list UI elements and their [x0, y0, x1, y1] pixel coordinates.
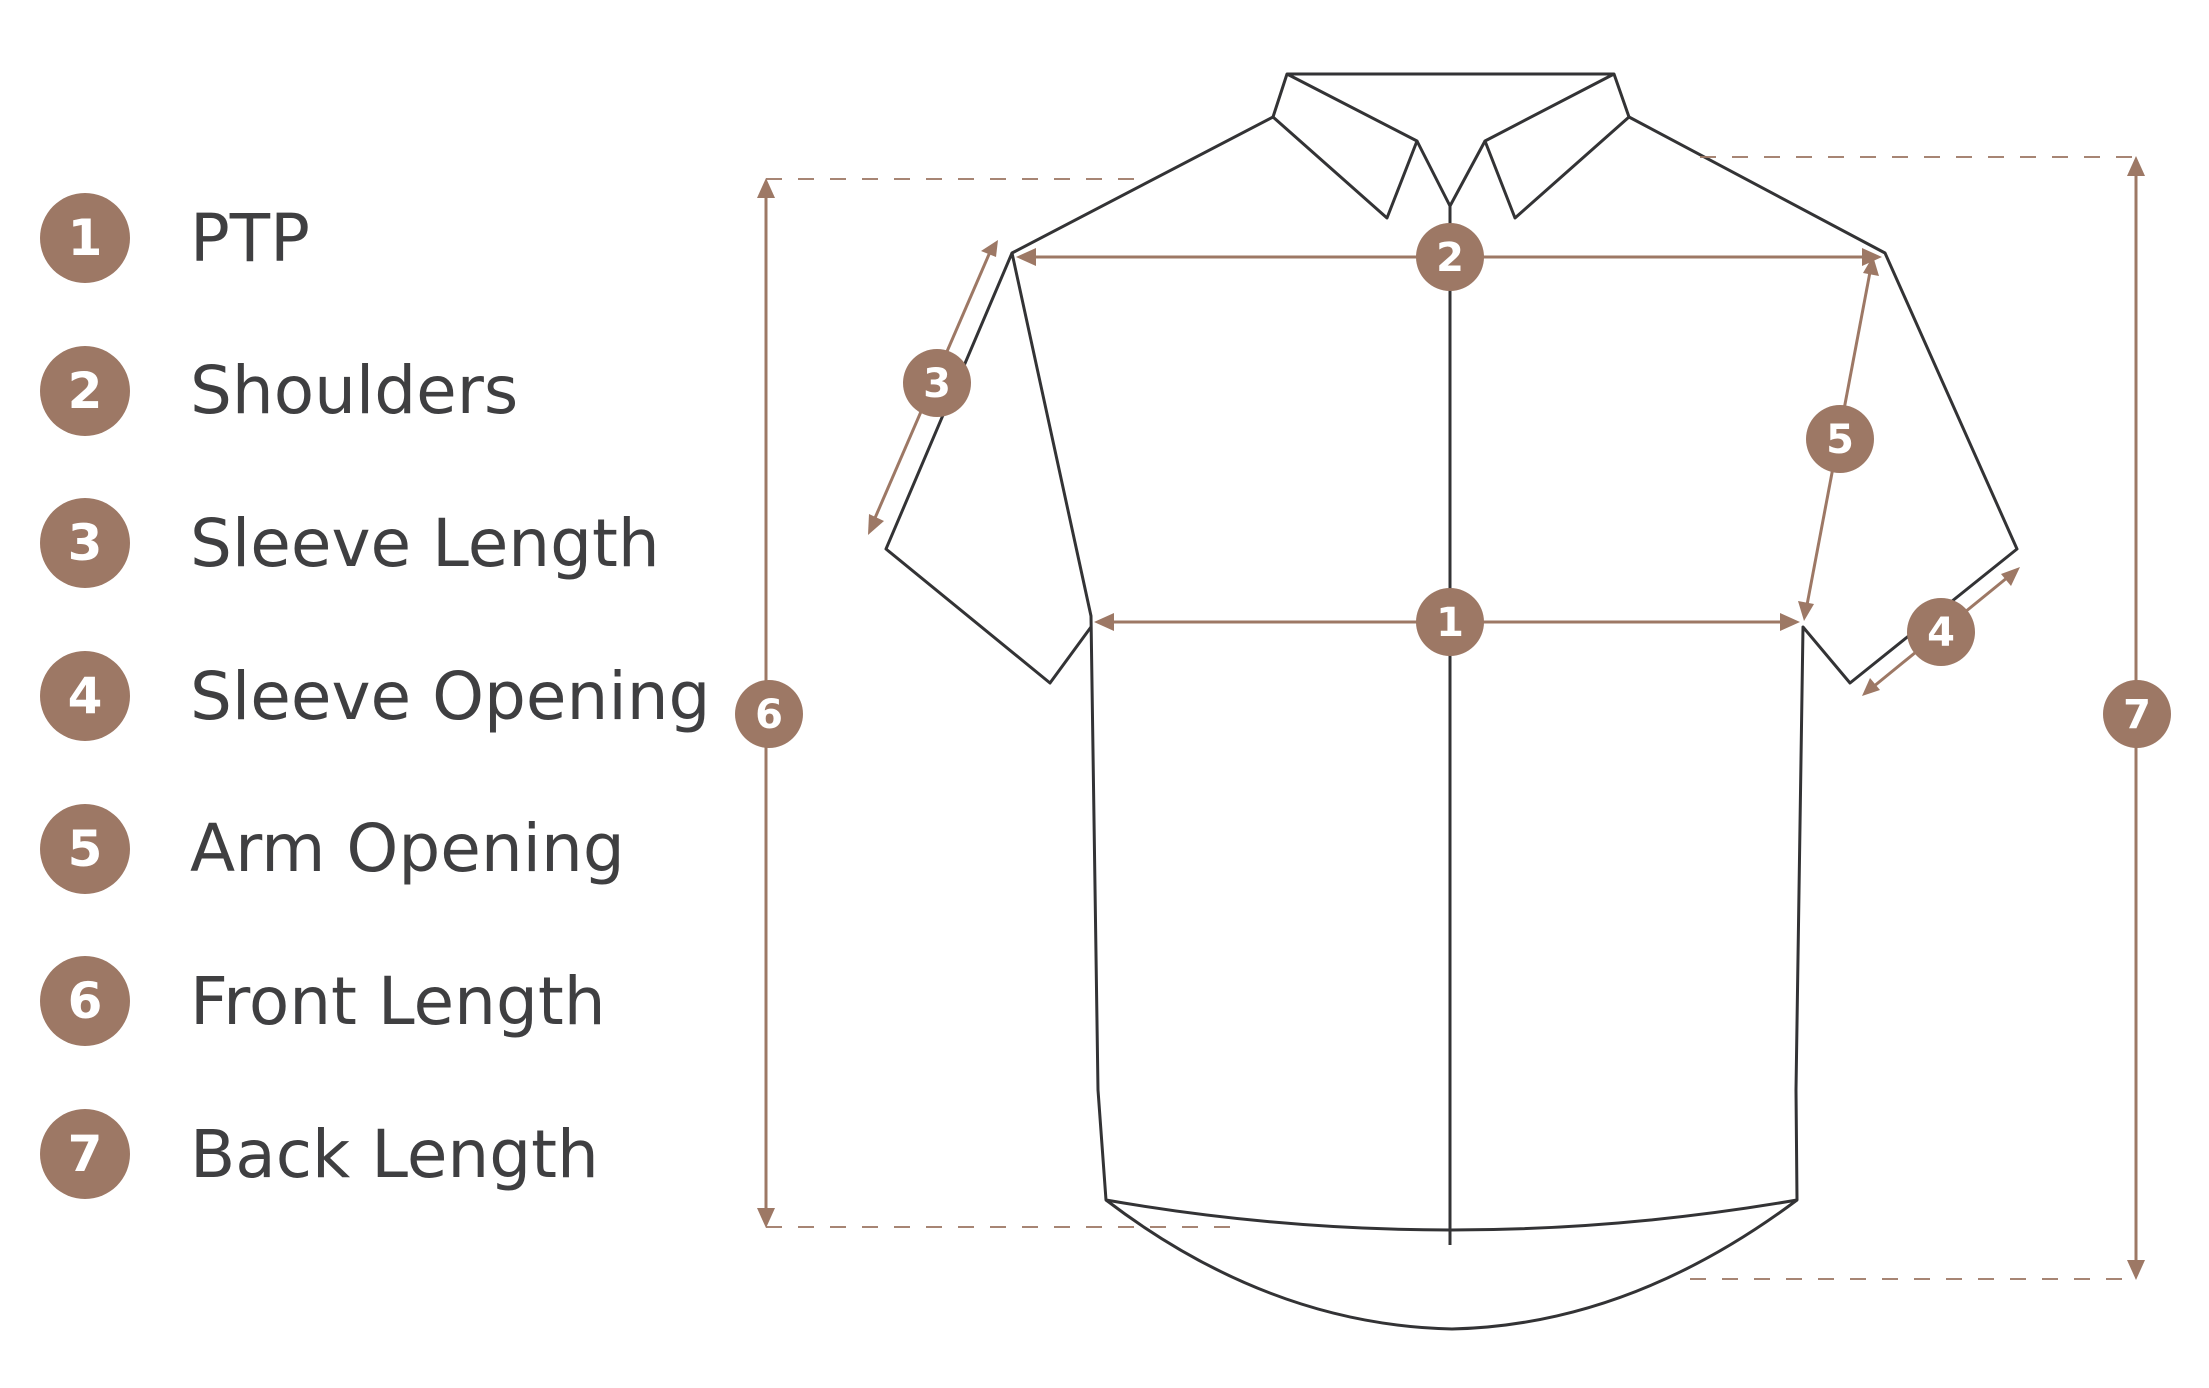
- diagram-marker-5-label: 5: [1826, 417, 1854, 463]
- legend-badge-1: 1: [40, 193, 130, 283]
- sleeve-opening-arrowhead-bottom: [1862, 678, 1880, 696]
- diagram-marker-1: 1: [1416, 588, 1484, 656]
- back-length-arrowhead-top: [2127, 156, 2145, 176]
- diagram-marker-4-label: 4: [1927, 610, 1955, 656]
- legend-label-sleeve-opening: Sleeve Opening: [190, 657, 711, 735]
- legend-badge-6: 6: [40, 956, 130, 1047]
- legend-badge-3: 3: [40, 498, 130, 589]
- back-length-arrowhead-bottom: [2127, 1260, 2145, 1280]
- sleeve-length-arrowhead-bottom: [868, 514, 884, 535]
- front-length-arrowhead-bottom: [757, 1208, 775, 1228]
- diagram-markers: 1 2 3 4 5 6 7: [735, 223, 2171, 748]
- legend-label-shoulders: Shoulders: [190, 352, 519, 430]
- shoulders-arrowhead-right: [1862, 248, 1882, 266]
- legend-item-back-length: 7 Back Length: [40, 1109, 740, 1200]
- legend-label-ptp: PTP: [190, 199, 310, 277]
- diagram-marker-7: 7: [2103, 680, 2171, 748]
- legend-badge-2: 2: [40, 345, 130, 436]
- legend-item-arm-opening: 5 Arm Opening: [40, 803, 740, 894]
- shirt-collar-band: [1271, 72, 1631, 118]
- legend-item-front-length: 6 Front Length: [40, 956, 740, 1047]
- legend-label-arm-opening: Arm Opening: [190, 810, 625, 888]
- ptp-arrowhead-right: [1780, 613, 1800, 631]
- diagram-marker-4: 4: [1907, 598, 1975, 666]
- diagram-marker-2: 2: [1416, 223, 1484, 291]
- shoulders-arrowhead-left: [1016, 248, 1036, 266]
- guide-lines: [766, 156, 2136, 1280]
- diagram-marker-2-label: 2: [1436, 235, 1464, 281]
- arm-opening-arrowhead-top: [1863, 256, 1879, 276]
- diagram-marker-3: 3: [903, 349, 971, 417]
- front-length-arrowhead-top: [757, 178, 775, 198]
- shirt-collar-left: [1272, 72, 1419, 220]
- ptp-arrowhead-left: [1094, 613, 1114, 631]
- legend-badge-4: 4: [40, 651, 130, 742]
- measurement-legend: 1 PTP 2 Shoulders 3 Sleeve Length 4 Slee…: [40, 193, 740, 1262]
- diagram-marker-6-label: 6: [755, 692, 783, 738]
- legend-item-sleeve-opening: 4 Sleeve Opening: [40, 651, 740, 742]
- legend-item-ptp: 1 PTP: [40, 193, 740, 283]
- legend-item-sleeve-length: 3 Sleeve Length: [40, 498, 740, 589]
- shirt-collar-right: [1483, 72, 1630, 220]
- diagram-marker-3-label: 3: [923, 361, 951, 407]
- arm-opening-arrowhead-bottom: [1798, 601, 1814, 621]
- legend-label-front-length: Front Length: [190, 962, 606, 1040]
- diagram-marker-1-label: 1: [1436, 600, 1464, 646]
- diagram-marker-7-label: 7: [2123, 692, 2151, 738]
- legend-badge-7: 7: [40, 1109, 130, 1200]
- legend-badge-5: 5: [40, 803, 130, 894]
- legend-label-back-length: Back Length: [190, 1115, 599, 1193]
- diagram-marker-6: 6: [735, 680, 803, 748]
- legend-label-sleeve-length: Sleeve Length: [190, 504, 660, 582]
- sleeve-length-arrowhead-top: [981, 240, 998, 257]
- shirt-hem-curve: [1105, 1198, 1798, 1331]
- diagram-marker-5: 5: [1806, 405, 1874, 473]
- sleeve-opening-arrowhead-top: [2001, 567, 2020, 586]
- legend-item-shoulders: 2 Shoulders: [40, 345, 740, 436]
- shirt-placket-top: [1415, 140, 1487, 208]
